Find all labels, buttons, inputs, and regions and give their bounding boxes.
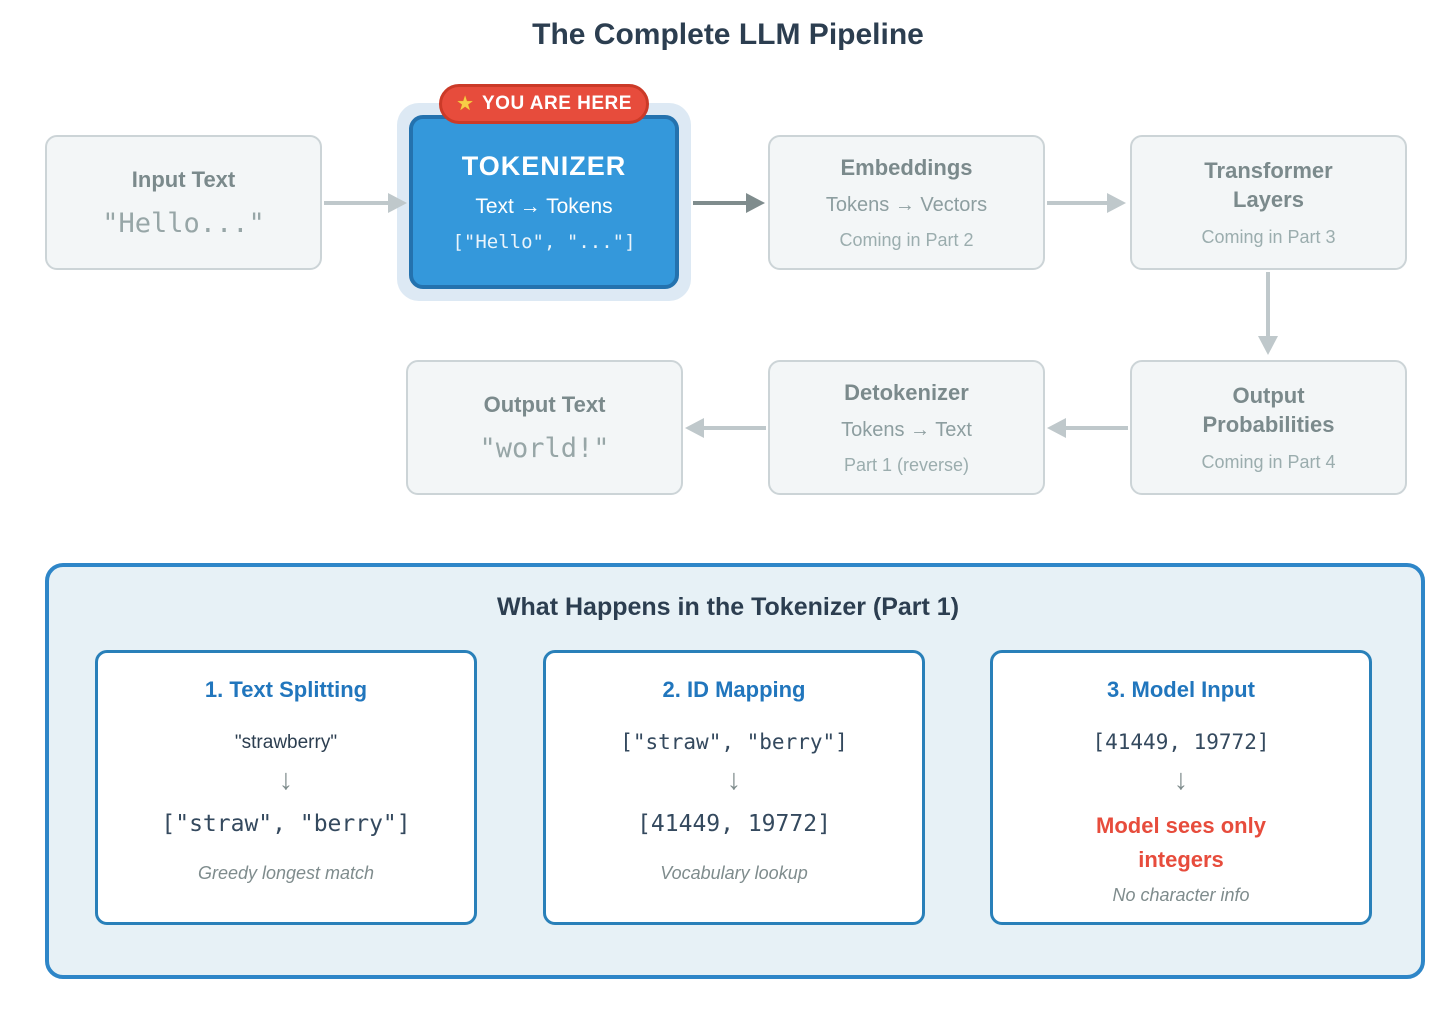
card-model-input-note: No character info xyxy=(1112,885,1250,906)
embeddings-subtitle: Tokens → Vectors xyxy=(825,194,988,217)
input-text-code: "Hello..." xyxy=(102,208,265,240)
transformer-layers-box: Transformer Layers Coming in Part 3 xyxy=(1130,135,1407,270)
card-model-input-input: [41449, 19772] xyxy=(1092,730,1270,754)
down-arrow-icon: ↓ xyxy=(278,764,294,796)
card-text-splitting-note: Greedy longest match xyxy=(197,863,375,883)
output-probabilities-box: Output Probabilities Coming in Part 4 xyxy=(1130,360,1407,495)
output-text-code: "world!" xyxy=(479,433,610,465)
card-model-input-warning: Model sees only integers xyxy=(1096,813,1266,873)
input-text-title: Input Text xyxy=(131,166,236,192)
embeddings-title: Embeddings xyxy=(840,154,973,180)
card-id-mapping-note: Vocabulary lookup xyxy=(660,863,808,883)
you-are-here-badge: ★ YOU ARE HERE xyxy=(439,84,649,124)
tokenizer-detail-panel-title: What Happens in the Tokenizer (Part 1) xyxy=(496,593,960,621)
detokenizer-subtitle: Tokens → Text xyxy=(841,419,972,442)
card-model-input-title: 3. Model Input xyxy=(1107,677,1255,702)
card-text-splitting-output: ["straw", "berry"] xyxy=(161,811,411,837)
detokenizer-note: Part 1 (reverse) xyxy=(843,455,970,476)
output-text-title: Output Text xyxy=(483,391,606,417)
page-title: The Complete LLM Pipeline xyxy=(532,18,924,51)
tokenizer-title: TOKENIZER xyxy=(461,151,627,181)
transformer-layers-title: Transformer Layers xyxy=(1204,157,1333,212)
card-id-mapping-input: ["straw", "berry"] xyxy=(620,730,848,754)
card-text-splitting-input: "strawberry" xyxy=(234,732,338,753)
card-id-mapping-title: 2. ID Mapping xyxy=(662,677,806,702)
card-model-input: 3. Model Input [41449, 19772] ↓ Model se… xyxy=(990,650,1372,925)
embeddings-note: Coming in Part 2 xyxy=(839,230,974,251)
card-text-splitting-title: 1. Text Splitting xyxy=(204,677,368,702)
down-arrow-icon: ↓ xyxy=(1173,764,1189,796)
detokenizer-title: Detokenizer xyxy=(844,379,969,405)
card-id-mapping-output: [41449, 19772] xyxy=(637,811,831,837)
badge-label: YOU ARE HERE xyxy=(482,93,632,114)
output-probabilities-title: Output Probabilities xyxy=(1202,382,1335,437)
star-icon: ★ xyxy=(456,93,474,115)
embeddings-box: Embeddings Tokens → Vectors Coming in Pa… xyxy=(768,135,1045,270)
tokenizer-box: TOKENIZER Text → Tokens ["Hello", "..."] xyxy=(409,115,679,289)
transformer-layers-note: Coming in Part 3 xyxy=(1201,227,1336,248)
down-arrow-icon: ↓ xyxy=(726,764,742,796)
tokenizer-code: ["Hello", "..."] xyxy=(452,231,636,253)
tokenizer-subtitle: Text → Tokens xyxy=(475,195,613,218)
input-text-box: Input Text "Hello..." xyxy=(45,135,322,270)
output-probabilities-note: Coming in Part 4 xyxy=(1201,452,1336,473)
card-text-splitting: 1. Text Splitting "strawberry" ↓ ["straw… xyxy=(95,650,477,925)
card-id-mapping: 2. ID Mapping ["straw", "berry"] ↓ [4144… xyxy=(543,650,925,925)
output-text-box: Output Text "world!" xyxy=(406,360,683,495)
detokenizer-box: Detokenizer Tokens → Text Part 1 (revers… xyxy=(768,360,1045,495)
